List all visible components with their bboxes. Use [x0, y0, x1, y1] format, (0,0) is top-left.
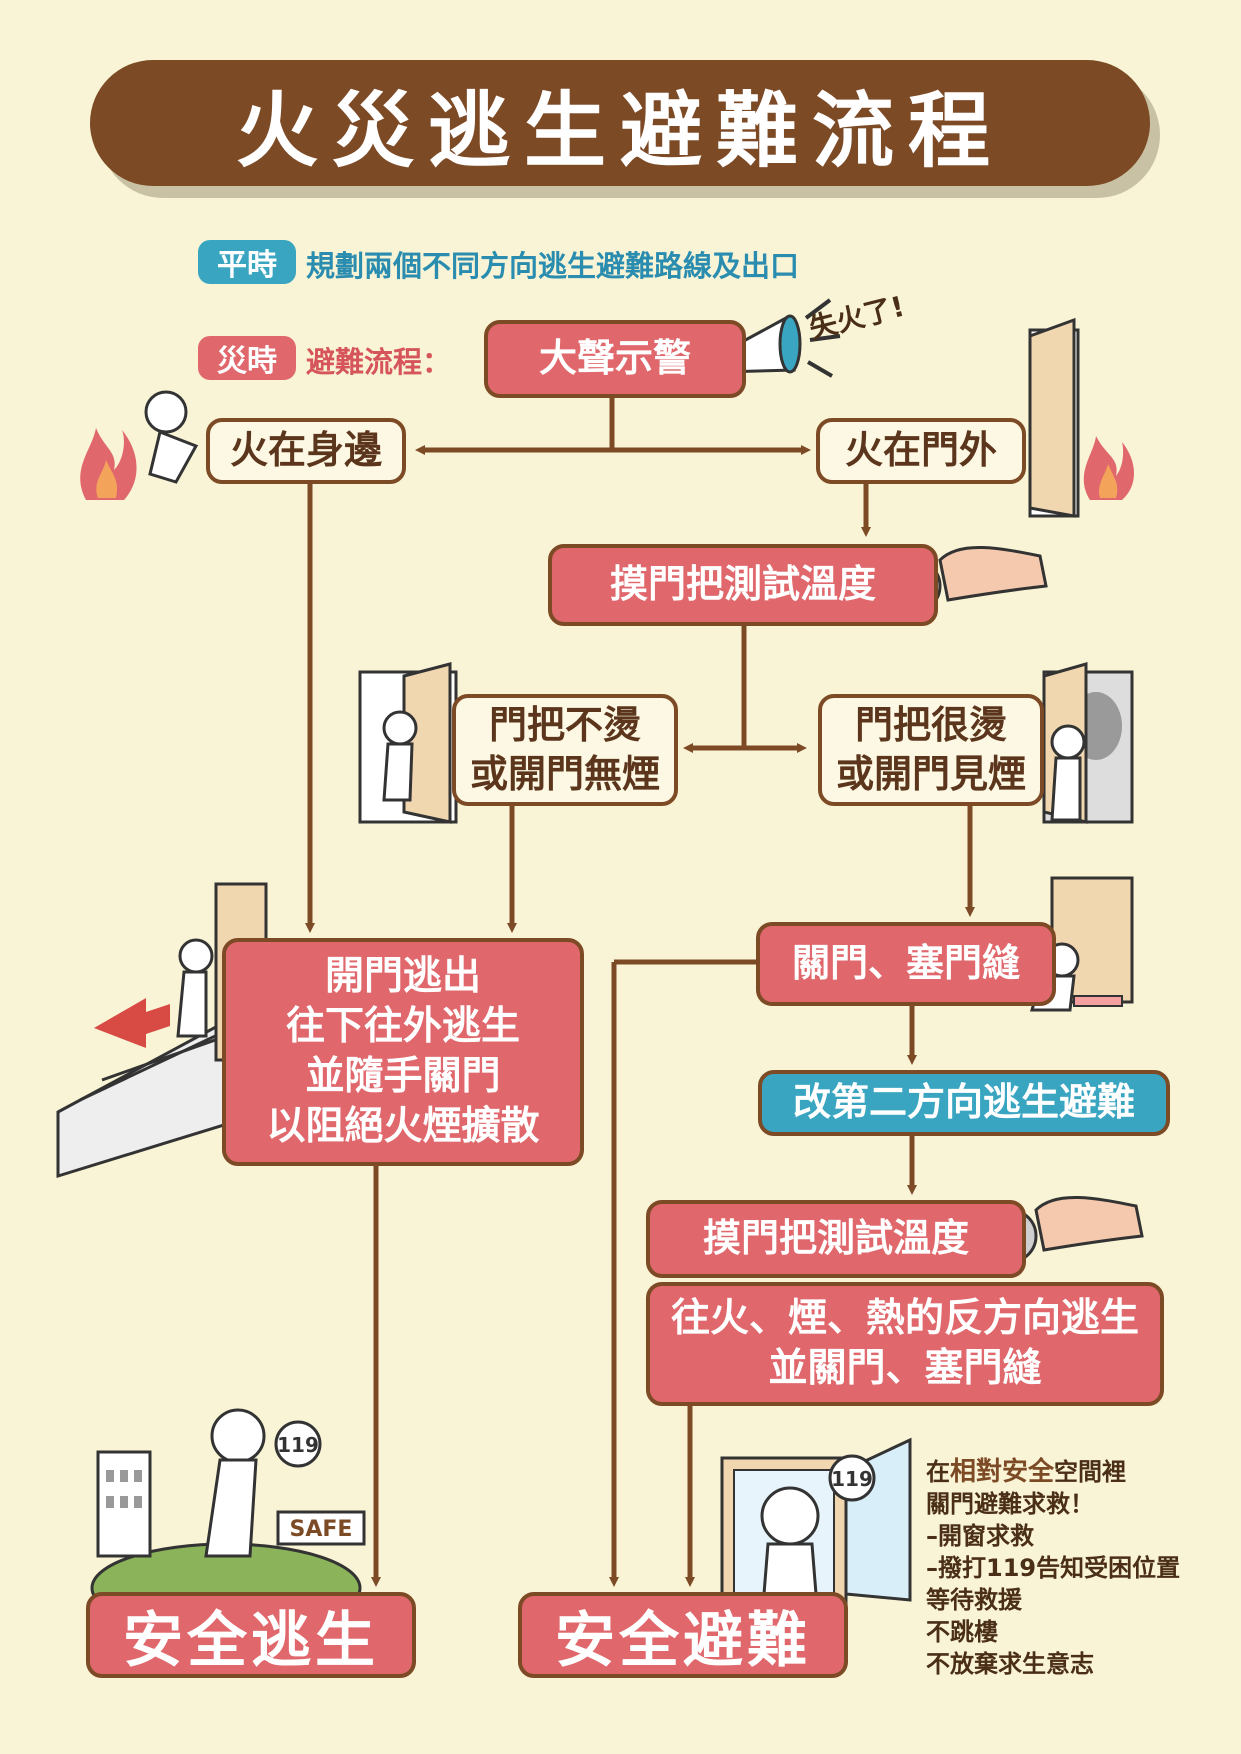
- escape-line-1: 開門逃出: [324, 954, 481, 1000]
- refuge-info-line-2: 關門避難求救！: [926, 1490, 1094, 1518]
- svg-text:119: 119: [831, 1467, 873, 1491]
- knob-cool-line-2: 或開門無煙: [469, 752, 660, 796]
- refuge-info-line-3: –開窗求救: [926, 1522, 1034, 1550]
- svg-text:119: 119: [277, 1433, 319, 1457]
- person-icon-fire: [144, 390, 199, 484]
- fire-icon-right: [1083, 436, 1134, 500]
- refuge-info-line-6: 不跳樓: [926, 1618, 998, 1646]
- normal-time-tag: 平時: [198, 240, 296, 284]
- door-icon-outside: [1028, 317, 1080, 518]
- knob-hot-line-1: 門把很燙: [854, 702, 1007, 747]
- touch-knob-box-2: 摸門把測試溫度: [646, 1200, 1026, 1278]
- escape-line-4: 以阻絕火煙擴散: [266, 1103, 540, 1149]
- fire-time-text: 避難流程：: [306, 345, 452, 379]
- normal-time-text: 規劃兩個不同方向逃生避難路線及出口: [306, 249, 800, 283]
- opposite-line-1: 往火、煙、熱的反方向逃生: [670, 1296, 1139, 1342]
- fire-near-box: 火在身邊: [206, 418, 406, 484]
- close-door-box: 關門、塞門縫: [756, 922, 1056, 1006]
- fire-outside-box: 火在門外: [816, 418, 1026, 484]
- refuge-info-line-4: –撥打119告知受困位置: [926, 1554, 1181, 1582]
- knob-hot-line-2: 或開門見煙: [835, 752, 1026, 796]
- knob-cool-line-1: 門把不燙: [488, 702, 641, 747]
- escape-box: 開門逃出 往下往外逃生 並隨手關門 以阻絕火煙擴散: [222, 938, 584, 1166]
- knob-hot-box: 門把很燙 或開門見煙: [818, 694, 1044, 806]
- knob-cool-box: 門把不燙 或開門無煙: [452, 694, 678, 806]
- door-person-icon-hot: [1042, 662, 1134, 824]
- door-person-icon-cool: [358, 662, 458, 824]
- fire-time-tag: 災時: [198, 336, 296, 380]
- opposite-box: 往火、煙、熱的反方向逃生 並關門、塞門縫: [646, 1282, 1164, 1406]
- alarm-box: 大聲示警: [484, 320, 746, 398]
- safe-escape-box: 安全逃生: [86, 1592, 416, 1678]
- refuge-info-line-7: 不放棄求生意志: [926, 1650, 1094, 1678]
- escape-line-2: 往下往外逃生: [285, 1004, 520, 1050]
- refuge-info-line-1: 在相對安全空間裡: [926, 1457, 1127, 1487]
- opposite-line-2: 並關門、塞門縫: [768, 1346, 1042, 1391]
- safe-refuge-box: 安全避難: [518, 1592, 848, 1678]
- escape-line-3: 並隨手關門: [305, 1054, 501, 1099]
- safe-sign-text: SAFE: [290, 1517, 353, 1542]
- title-banner: 火災逃生避難流程: [90, 60, 1150, 186]
- page-title: 火災逃生避難流程: [235, 83, 1004, 179]
- fire-icon-left: [80, 428, 137, 500]
- second-route-box: 改第二方向逃生避難: [758, 1070, 1170, 1136]
- refuge-info-line-5: 等待救援: [926, 1586, 1022, 1614]
- refuge-info: 在相對安全空間裡 關門避難求救！ –開窗求救 –撥打119告知受困位置 等待救援…: [926, 1456, 1226, 1680]
- touch-knob-box-1: 摸門把測試溫度: [548, 544, 938, 626]
- window-person-icon: 119: [720, 1437, 912, 1608]
